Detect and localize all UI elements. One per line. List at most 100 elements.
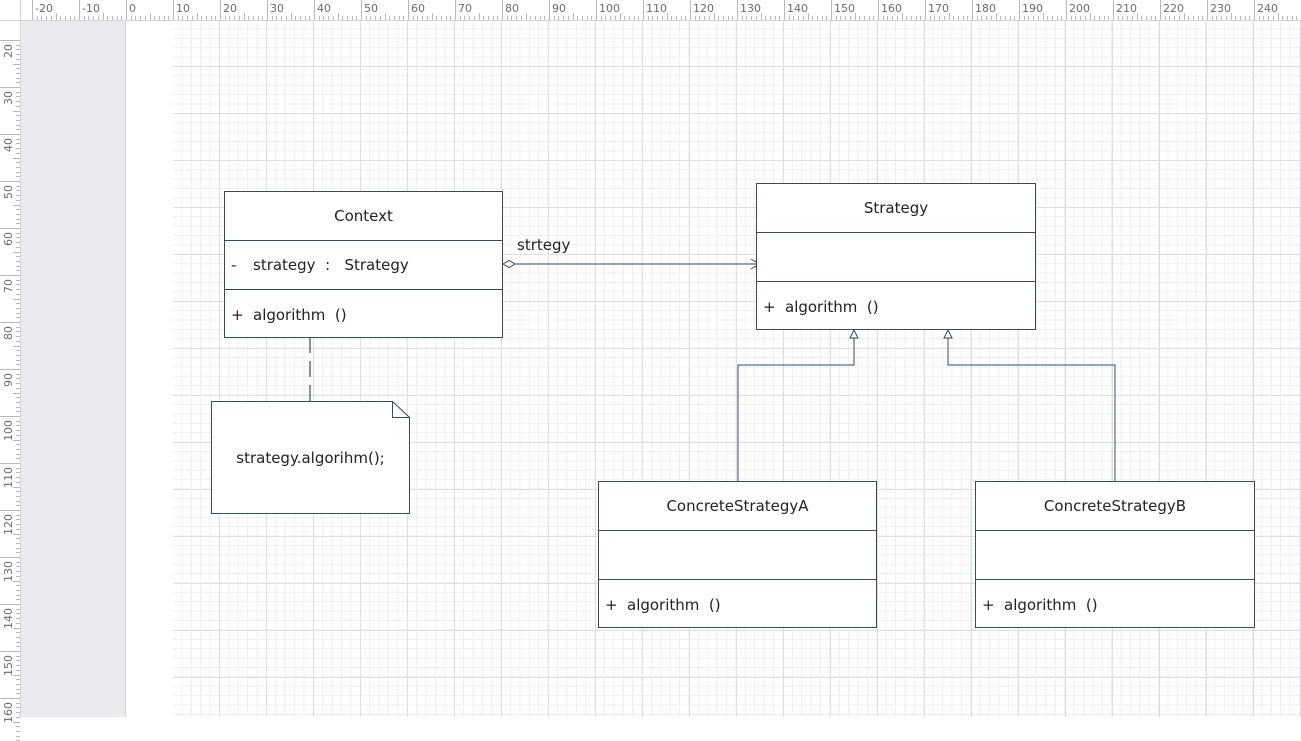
ruler-minor-tick — [948, 13, 950, 20]
ruler-minor-tick — [13, 627, 20, 629]
ruler-tick — [173, 0, 174, 20]
ruler-minor-tick — [351, 16, 353, 20]
ruler-minor-tick — [16, 44, 20, 46]
ruler-minor-tick — [1291, 16, 1293, 20]
ruler-minor-tick — [16, 646, 20, 648]
ruler-minor-tick — [144, 16, 146, 20]
operation-row: +algorithm () — [976, 580, 1254, 629]
ruler-minor-tick — [210, 16, 212, 20]
ruler-minor-tick — [16, 683, 20, 685]
ruler-minor-tick — [497, 16, 499, 20]
ruler-label: 140 — [787, 2, 808, 15]
operation-row: +algorithm () — [599, 580, 876, 629]
ruler-minor-tick — [16, 477, 20, 479]
ruler-minor-tick — [826, 16, 828, 20]
ruler-minor-tick — [93, 16, 95, 20]
ruler-label: 70 — [458, 2, 472, 15]
ruler-tick — [0, 228, 20, 229]
ruler-tick — [1113, 0, 1114, 20]
ruler-tick — [1160, 0, 1161, 20]
ruler-minor-tick — [16, 336, 20, 338]
generalization-connector-b[interactable] — [943, 328, 1116, 482]
ruler-minor-tick — [16, 655, 20, 657]
offpage-area — [21, 21, 126, 717]
ruler-minor-tick — [16, 594, 20, 596]
ruler-minor-tick — [13, 392, 20, 394]
ruler-tick — [831, 0, 832, 20]
ruler-tick — [0, 275, 20, 276]
ruler-minor-tick — [16, 331, 20, 333]
ruler-minor-tick — [16, 406, 20, 408]
ruler-tick — [502, 0, 503, 20]
ruler-minor-tick — [1197, 16, 1199, 20]
ruler-minor-tick — [16, 430, 20, 432]
ruler-minor-tick — [328, 16, 330, 20]
ruler-minor-tick — [478, 13, 480, 20]
ruler-minor-tick — [16, 199, 20, 201]
ruler-minor-tick — [16, 514, 20, 516]
ruler-minor-tick — [41, 16, 43, 20]
ruler-minor-tick — [16, 317, 20, 319]
ruler-minor-tick — [1009, 16, 1011, 20]
ruler-label: 190 — [1022, 2, 1043, 15]
ruler-minor-tick — [943, 16, 945, 20]
ruler-minor-tick — [1028, 16, 1030, 20]
ruler-minor-tick — [262, 16, 264, 20]
ruler-minor-tick — [661, 16, 663, 20]
aggregation-connector[interactable] — [502, 258, 760, 270]
ruler-minor-tick — [16, 585, 20, 587]
ruler-minor-tick — [1230, 13, 1232, 20]
ruler-minor-tick — [788, 16, 790, 20]
ruler-minor-tick — [1192, 16, 1194, 20]
visibility-marker: + — [982, 595, 995, 614]
ruler-minor-tick — [16, 566, 20, 568]
ruler-minor-tick — [16, 72, 20, 74]
context-class[interactable]: Context -strategy : Strategy +algorithm … — [224, 191, 503, 338]
ruler-minor-tick — [16, 383, 20, 385]
ruler-minor-tick — [342, 16, 344, 20]
ruler-minor-tick — [60, 16, 62, 20]
ruler-tick — [0, 40, 20, 41]
ruler-minor-tick — [1268, 16, 1270, 20]
ruler-tick — [126, 0, 127, 20]
operation-text: algorithm () — [785, 297, 879, 316]
ruler-minor-tick — [1188, 16, 1190, 20]
note-shape[interactable]: strategy.algorihm(); — [211, 401, 410, 514]
ruler-minor-tick — [1000, 16, 1002, 20]
ruler-minor-tick — [13, 533, 20, 535]
ruler-tick — [408, 0, 409, 20]
ruler-minor-tick — [422, 16, 424, 20]
ruler-minor-tick — [633, 16, 635, 20]
ruler-minor-tick — [16, 232, 20, 234]
ruler-minor-tick — [13, 63, 20, 65]
strategy-class[interactable]: Strategy +algorithm () — [756, 183, 1036, 330]
generalization-connector-a[interactable] — [737, 328, 859, 482]
class-name: ConcreteStrategyB — [976, 482, 1254, 531]
ruler-minor-tick — [1047, 16, 1049, 20]
ruler-tick — [925, 0, 926, 20]
ruler-minor-tick — [873, 16, 875, 20]
ruler-minor-tick — [934, 16, 936, 20]
ruler-label: 170 — [928, 2, 949, 15]
attribute-row — [599, 531, 876, 580]
ruler-tick — [737, 0, 738, 20]
ruler-minor-tick — [704, 16, 706, 20]
ruler-minor-tick — [318, 16, 320, 20]
ruler-minor-tick — [13, 580, 20, 582]
ruler-tick — [0, 134, 20, 135]
concrete-strategy-a-class[interactable]: ConcreteStrategyA +algorithm () — [598, 481, 877, 628]
association-label[interactable]: strtegy — [517, 236, 571, 254]
ruler-minor-tick — [469, 16, 471, 20]
ruler-label: -10 — [82, 2, 100, 15]
ruler-minor-tick — [116, 16, 118, 20]
ruler-minor-tick — [591, 16, 593, 20]
ruler-minor-tick — [915, 16, 917, 20]
ruler-minor-tick — [16, 115, 20, 117]
ruler-minor-tick — [16, 152, 20, 154]
ruler-tick — [0, 557, 20, 558]
ruler-minor-tick — [1108, 16, 1110, 20]
ruler-minor-tick — [16, 613, 20, 615]
concrete-strategy-b-class[interactable]: ConcreteStrategyB +algorithm () — [975, 481, 1255, 628]
ruler-minor-tick — [906, 16, 908, 20]
